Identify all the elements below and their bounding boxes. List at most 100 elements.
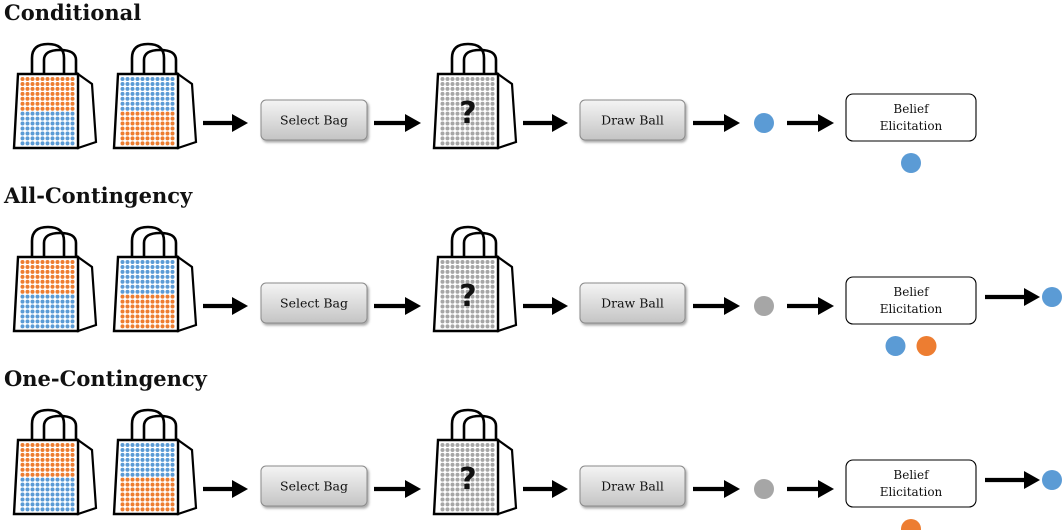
bag-dot xyxy=(60,324,65,329)
bag-dot xyxy=(50,299,55,304)
bag-dot xyxy=(470,457,475,462)
bag-dot xyxy=(135,443,140,447)
bag-dot xyxy=(150,452,155,457)
bag-dot xyxy=(120,86,125,91)
bag-dot xyxy=(125,299,130,304)
bag-dot xyxy=(170,487,175,492)
bag-dot xyxy=(35,274,40,279)
bag-dot xyxy=(150,81,155,86)
bag-dot xyxy=(70,269,75,274)
bag-dot xyxy=(20,141,25,146)
bag-dot xyxy=(25,443,30,447)
bag-dot xyxy=(475,462,480,467)
bag-dot xyxy=(120,294,125,299)
bag-dot xyxy=(55,314,60,319)
bag-dot xyxy=(440,116,445,121)
bag-dot xyxy=(485,269,490,274)
bag-dot xyxy=(25,269,30,274)
bag-dot xyxy=(45,289,50,294)
bag-dot xyxy=(460,304,465,309)
bag-dot xyxy=(130,279,135,284)
bag-dot xyxy=(135,269,140,274)
bag-dot xyxy=(45,101,50,106)
bag-dot xyxy=(50,274,55,279)
bag-dot xyxy=(125,492,130,497)
bag-dot xyxy=(475,141,480,146)
bag-dot xyxy=(25,497,30,502)
bag-dot xyxy=(470,289,475,294)
bag-dot xyxy=(40,121,45,126)
bag-dot xyxy=(150,86,155,91)
bag-dot xyxy=(135,131,140,136)
bag-dot xyxy=(490,269,495,274)
bag-dot xyxy=(170,264,175,269)
bag-dot xyxy=(70,141,75,146)
mystery-bag: ? xyxy=(432,225,518,333)
bag-dot xyxy=(55,452,60,457)
bag-dot xyxy=(455,141,460,146)
bag-dot xyxy=(140,457,145,462)
bag-dot xyxy=(490,462,495,467)
bag-side xyxy=(496,71,518,150)
bag-dot xyxy=(485,447,490,452)
bag-dot xyxy=(30,497,35,502)
bag-dot xyxy=(465,487,470,492)
bag-dot xyxy=(460,319,465,324)
bag-dot xyxy=(155,77,160,81)
bag-dot xyxy=(140,314,145,319)
bag-dot xyxy=(50,279,55,284)
bag-dot xyxy=(450,487,455,492)
bag-dot xyxy=(155,462,160,467)
bag-dot xyxy=(455,477,460,482)
bag-dot xyxy=(490,314,495,319)
bag-dot xyxy=(440,260,445,264)
bag-dot xyxy=(30,487,35,492)
bag-dot xyxy=(440,141,445,146)
bag-dot xyxy=(480,101,485,106)
arrow-head xyxy=(552,297,568,315)
bag-dot xyxy=(125,126,130,131)
bag-dot xyxy=(70,126,75,131)
bag-dot xyxy=(470,443,475,447)
bag-dot xyxy=(150,96,155,101)
bag-dots xyxy=(20,443,75,512)
bag-dot xyxy=(50,106,55,111)
bag-dot xyxy=(25,126,30,131)
bag-dot xyxy=(25,106,30,111)
bag-dot xyxy=(55,260,60,264)
bag-dot xyxy=(160,77,165,81)
bag-dot xyxy=(475,502,480,507)
bag-dot xyxy=(30,443,35,447)
bag-dot xyxy=(70,260,75,264)
bag-dot xyxy=(50,314,55,319)
bag-dot xyxy=(145,96,150,101)
bag-dot xyxy=(440,101,445,106)
bag-dot xyxy=(165,462,170,467)
bag-dot xyxy=(120,462,125,467)
bag-dot xyxy=(145,116,150,121)
bag-dot xyxy=(135,126,140,131)
bag-dot xyxy=(130,472,135,477)
bag-dot xyxy=(450,472,455,477)
bag-dot xyxy=(475,260,480,264)
bag-dot xyxy=(440,126,445,131)
bag-dot xyxy=(160,457,165,462)
bag-dot xyxy=(445,121,450,126)
bag-dot xyxy=(475,81,480,86)
bag-dot xyxy=(25,467,30,472)
bag-dot xyxy=(130,126,135,131)
bag-dot xyxy=(490,299,495,304)
bag-dot xyxy=(450,91,455,96)
bag-dot xyxy=(45,477,50,482)
bag-dot xyxy=(465,452,470,457)
bag-dot xyxy=(140,487,145,492)
bag-dot xyxy=(475,106,480,111)
bag-dot xyxy=(475,492,480,497)
bag-dot xyxy=(65,462,70,467)
arrow-head xyxy=(232,480,248,498)
bag-dot xyxy=(150,101,155,106)
bag-dot xyxy=(120,314,125,319)
bag-dot xyxy=(460,269,465,274)
bag-dot xyxy=(460,462,465,467)
